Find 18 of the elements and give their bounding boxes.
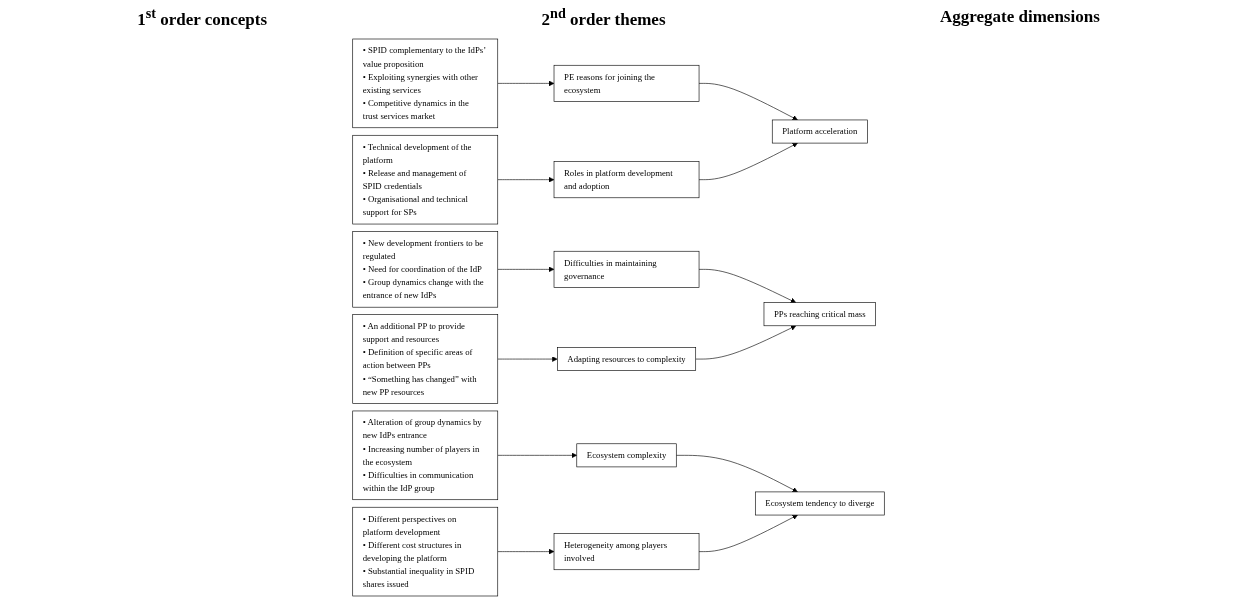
node-box: • An additional PP to provide support and resources • Definition of specific areas of action between PPs • “Something has changed” with new PP resources (352, 314, 499, 404)
column-heading: 1$^{st}$ order concepts (137, 4, 268, 30)
column-heading: 2$^{nd}$ order themes (541, 4, 666, 30)
node-box: PPs reaching critical mass (763, 302, 876, 327)
node-box: PE reasons for joining the ecosystem (553, 64, 700, 102)
node-box: Heterogeneity among players involved (553, 533, 700, 571)
node-box: • Alteration of group dynamics by new IdPs entrance • Increasing number of players in the ecosystem • Difficulties in communication within the IdP group (352, 410, 499, 501)
node-box: Ecosystem tendency to diverge (755, 491, 885, 516)
node-box: • Technical development of the platform • Release and management of SPID credentials • Organisational and technical support for SPs (352, 134, 499, 225)
node-box: Platform acceleration (771, 119, 868, 144)
node-box: • New development frontiers to be regulated • Need for coordination of the IdP • Group dynamics change with the entrance of new IdPs (352, 231, 499, 308)
column-heading: Aggregate dimensions (940, 7, 1100, 27)
node-box: Roles in platform development and adoption (553, 161, 700, 199)
node-box: Adapting resources to complexity (557, 347, 697, 371)
node-box: Difficulties in maintaining governance (553, 250, 700, 288)
node-box: • SPID complementary to the IdPs’ value proposition • Exploiting synergies with other existing services • Competitive dynamics in the trust services market (352, 38, 499, 129)
node-box: Ecosystem complexity (576, 443, 677, 468)
node-box: • Different perspectives on platform development • Different cost structures in developing the platform • Substantial inequality in SPID shares issued (352, 506, 499, 597)
